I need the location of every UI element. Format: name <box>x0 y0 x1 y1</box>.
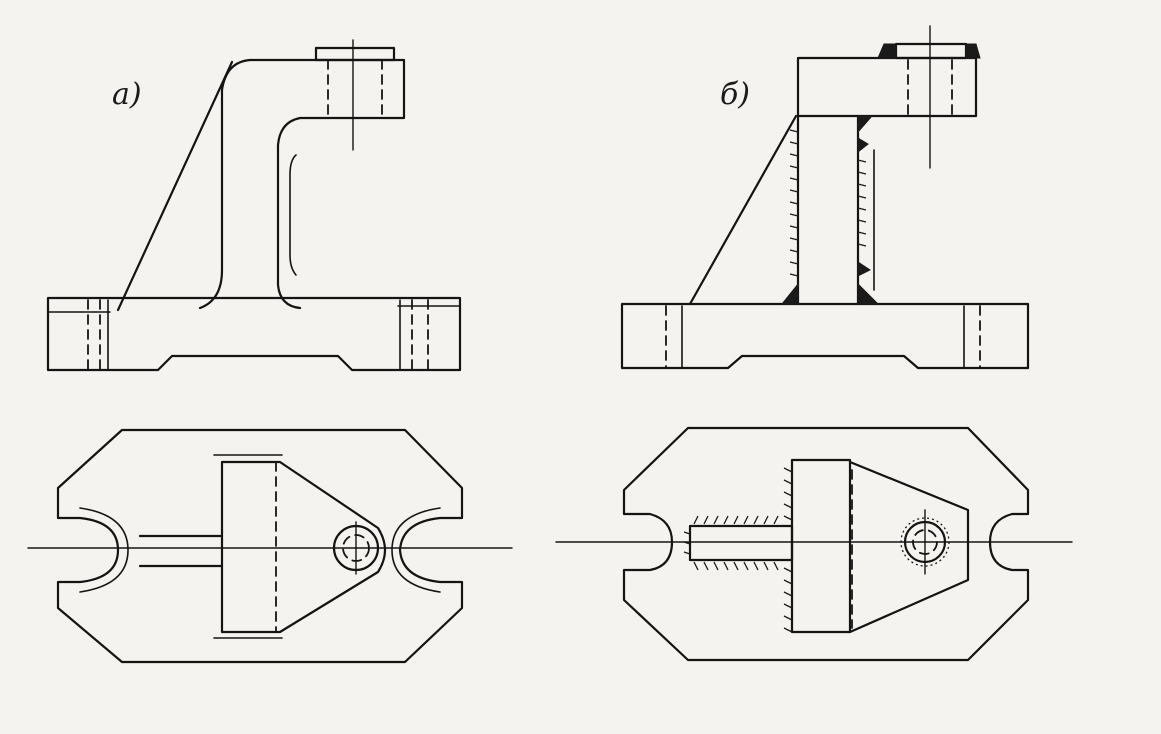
variant-a-column <box>198 58 406 310</box>
variant-b-weld-arm-joint <box>857 115 874 134</box>
variant-b-arm-plan <box>848 460 970 634</box>
variant-b-weld-arm-joint-2 <box>857 137 869 154</box>
variant-b-weld-rear <box>857 261 871 277</box>
variant-b-weld-boss-left <box>877 43 897 59</box>
variant-a-rib <box>116 60 234 312</box>
variant-a-column-footprint <box>220 460 387 634</box>
variant-b-weld-base-left <box>780 282 799 305</box>
variant-b-base-plate <box>620 302 1030 370</box>
variant-a-plan-outline <box>56 428 464 664</box>
variant-b-rib-weld-bottom <box>693 561 779 571</box>
variant-b-label: б) <box>720 77 750 112</box>
variant-b-rib-plan <box>688 524 794 562</box>
variant-b-rib <box>688 114 798 306</box>
variant-b-weld-hatch-right <box>857 159 867 247</box>
variant-b-plan-outline <box>622 426 1030 662</box>
variant-b-weld-base-right <box>857 282 880 305</box>
variant-b-weld-hatch-left <box>789 129 799 277</box>
variant-a-base-plate <box>46 296 462 372</box>
variant-a-front-view <box>46 39 462 372</box>
variant-a-top-boss <box>314 46 396 62</box>
variant-b-top-arm <box>796 56 978 118</box>
variant-b-top-boss <box>894 42 968 60</box>
variant-b-front-view <box>620 25 1030 370</box>
variant-a-recess <box>289 154 297 276</box>
variant-a-slot-left-inner <box>79 507 129 593</box>
variant-a-top-view <box>27 428 513 664</box>
variant-b-plate-weld-lower <box>783 567 793 633</box>
variant-a-slot-right-inner <box>391 507 441 593</box>
variant-b-weld-boss-right <box>965 43 981 59</box>
variant-b-top-view <box>555 426 1073 662</box>
variant-b-plate-footprint <box>790 458 852 634</box>
variant-b-rib-weld-top <box>693 515 779 525</box>
variant-a-label: a) <box>112 77 142 112</box>
variant-b-plate-weld-upper <box>783 467 793 521</box>
